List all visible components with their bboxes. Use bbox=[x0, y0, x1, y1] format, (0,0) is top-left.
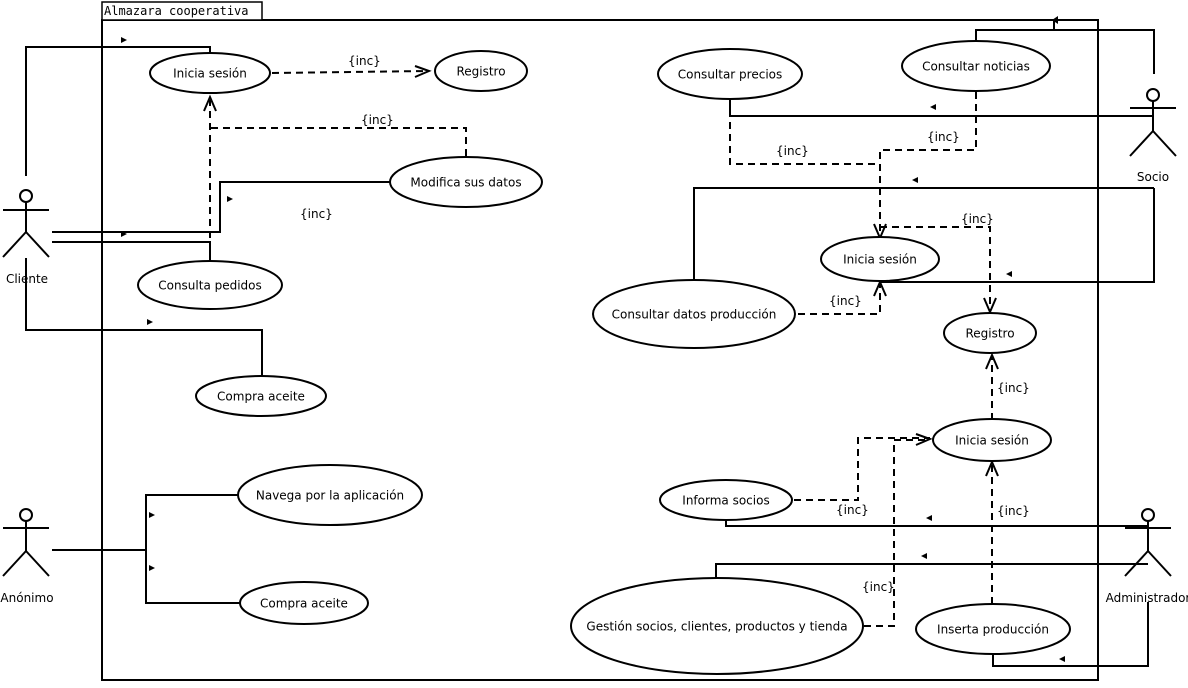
actor-socio bbox=[1129, 88, 1177, 157]
svg-text:Gestión socios, clientes, prod: Gestión socios, clientes, productos y ti… bbox=[586, 620, 847, 634]
use-case-consultar-produccion: Consultar datos producción bbox=[592, 279, 796, 349]
assoc-socio-inicia-sesion bbox=[880, 188, 1155, 283]
svg-text:Consultar noticias: Consultar noticias bbox=[922, 60, 1030, 74]
assoc-arrowhead bbox=[121, 231, 127, 237]
include-consultar-produccion-inicia-sesion bbox=[798, 282, 881, 315]
assoc-arrowhead bbox=[149, 512, 155, 518]
include-label: {inc} bbox=[776, 144, 809, 158]
svg-text:Registro: Registro bbox=[965, 327, 1014, 341]
actor-administrador bbox=[1124, 508, 1172, 577]
assoc-arrowhead bbox=[147, 319, 153, 325]
svg-text:Inserta producción: Inserta producción bbox=[937, 623, 1049, 637]
include-label: {inc} bbox=[927, 130, 960, 144]
assoc-socio-boundary bbox=[1053, 20, 1155, 74]
actor-cliente-name: Cliente bbox=[6, 272, 48, 286]
assoc-arrowhead bbox=[921, 553, 927, 559]
svg-text:Navega por la aplicación: Navega por la aplicación bbox=[256, 489, 404, 503]
include-arrowhead bbox=[414, 65, 432, 78]
include-label: {inc} bbox=[997, 504, 1030, 518]
assoc-anonimo-navega bbox=[52, 494, 238, 551]
svg-text:Consultar precios: Consultar precios bbox=[678, 68, 783, 82]
svg-text:Modifica sus datos: Modifica sus datos bbox=[410, 176, 521, 190]
assoc-arrowhead bbox=[121, 37, 127, 43]
use-case-consulta-pedidos: Consulta pedidos bbox=[137, 260, 283, 310]
include-inicia-sesion-registro-socio bbox=[880, 226, 991, 310]
include-label: {inc} bbox=[829, 294, 862, 308]
use-case-cliente-registro: Registro bbox=[434, 50, 528, 92]
svg-text:Informa socios: Informa socios bbox=[682, 494, 769, 508]
use-case-registro: Registro bbox=[943, 312, 1037, 354]
include-modifica-datos-inicia-sesion bbox=[210, 127, 467, 156]
svg-text:Compra aceite: Compra aceite bbox=[217, 390, 305, 404]
assoc-arrowhead bbox=[926, 515, 932, 521]
assoc-cliente-consulta-pedidos bbox=[52, 241, 211, 262]
actor-socio-name: Socio bbox=[1137, 170, 1169, 184]
actor-cliente bbox=[2, 189, 50, 258]
include-label: {inc} bbox=[961, 212, 994, 226]
assoc-cliente-compra-aceite bbox=[25, 258, 263, 377]
assoc-cliente-inicia-sesion bbox=[25, 46, 211, 176]
use-case-cliente-compra-aceite: Compra aceite bbox=[195, 375, 327, 417]
include-consultar-precios-inicia-sesion bbox=[729, 98, 881, 236]
svg-text:Consulta pedidos: Consulta pedidos bbox=[158, 279, 262, 293]
use-case-consultar-noticias: Consultar noticias bbox=[901, 40, 1051, 92]
include-label: {inc} bbox=[300, 207, 333, 221]
use-case-gestion: Gestión socios, clientes, productos y ti… bbox=[570, 577, 864, 675]
use-case-informa-socios: Informa socios bbox=[659, 479, 793, 521]
assoc-arrowhead bbox=[1006, 271, 1012, 277]
use-case-inserta-produccion: Inserta producción bbox=[915, 603, 1071, 655]
assoc-arrowhead bbox=[1059, 656, 1065, 662]
assoc-socio-consultar-noticias bbox=[975, 29, 1155, 74]
assoc-socio-consultar-precios bbox=[729, 98, 1154, 117]
include-label: {inc} bbox=[348, 54, 381, 68]
assoc-anonimo-compra-aceite bbox=[52, 549, 240, 604]
system-name-tab bbox=[101, 1, 263, 21]
include-label: {inc} bbox=[862, 580, 895, 594]
svg-text:Inicia sesión: Inicia sesión bbox=[843, 253, 917, 267]
svg-text:Inicia sesión: Inicia sesión bbox=[955, 434, 1029, 448]
use-case-socio-inicia-sesion: Inicia sesión bbox=[820, 236, 940, 282]
include-arrowhead bbox=[985, 352, 999, 370]
assoc-socio-consultar-produccion bbox=[693, 187, 1154, 282]
assoc-cliente-modifica-datos bbox=[52, 181, 390, 233]
svg-text:Registro: Registro bbox=[456, 65, 505, 79]
actor-administrador-name: Administrador bbox=[1106, 591, 1188, 605]
system-name: Almazara cooperativa bbox=[104, 4, 249, 18]
system-boundary bbox=[101, 19, 1099, 681]
assoc-arrowhead bbox=[912, 177, 918, 183]
include-arrowhead bbox=[915, 433, 933, 446]
actor-anonimo bbox=[2, 508, 50, 577]
include-label: {inc} bbox=[361, 113, 394, 127]
assoc-admin-informa-socios bbox=[725, 518, 1148, 527]
svg-text:Inicia sesión: Inicia sesión bbox=[173, 67, 247, 81]
include-consultar-noticias-inicia-sesion bbox=[879, 92, 977, 236]
assoc-arrowhead bbox=[1052, 16, 1058, 24]
use-case-admin-inicia-sesion: Inicia sesión bbox=[932, 418, 1052, 462]
include-label: {inc} bbox=[997, 381, 1030, 395]
assoc-arrowhead bbox=[149, 565, 155, 571]
use-case-cliente-inicia-sesion: Inicia sesión bbox=[149, 52, 271, 94]
use-case-modifica-datos: Modifica sus datos bbox=[389, 156, 543, 208]
use-case-navega: Navega por la aplicación bbox=[237, 464, 423, 526]
include-inicia-sesion-registro bbox=[271, 70, 429, 74]
include-informa-socios-inicia-sesion bbox=[794, 437, 930, 501]
assoc-admin-inserta-produccion bbox=[992, 602, 1149, 667]
include-label: {inc} bbox=[836, 503, 869, 517]
svg-text:Compra aceite: Compra aceite bbox=[260, 597, 348, 611]
assoc-admin-gestion bbox=[715, 563, 1148, 578]
assoc-arrowhead bbox=[227, 196, 233, 202]
assoc-arrowhead bbox=[930, 104, 936, 110]
use-case-anonimo-compra-aceite: Compra aceite bbox=[239, 581, 369, 625]
include-arrowhead bbox=[203, 94, 217, 112]
include-gestion-inicia-sesion bbox=[864, 439, 930, 627]
svg-text:Consultar datos producción: Consultar datos producción bbox=[612, 308, 777, 322]
use-case-consultar-precios: Consultar precios bbox=[657, 48, 803, 100]
actor-anonimo-name: Anónimo bbox=[0, 591, 53, 605]
